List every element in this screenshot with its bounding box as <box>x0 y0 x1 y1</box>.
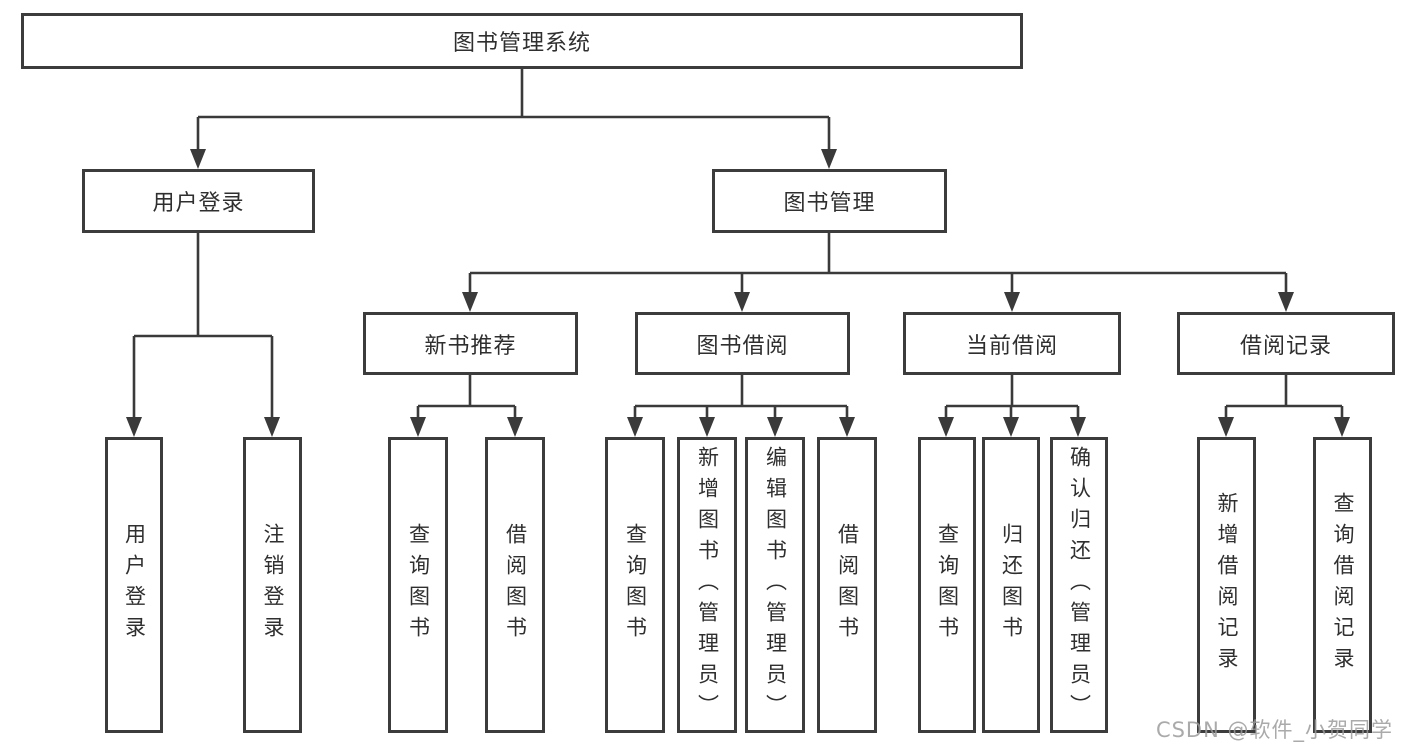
leaf-user-login: 用户登录 <box>105 437 163 733</box>
node-book-borrowing: 图书借阅 <box>635 312 850 375</box>
node-system-root: 图书管理系统 <box>21 13 1023 69</box>
leaf-borrow-books-recommend: 借阅图书 <box>485 437 545 733</box>
leaf-add-borrow-record: 新增借阅记录 <box>1197 437 1256 733</box>
leaf-return-book: 归还图书 <box>982 437 1040 733</box>
node-borrow-records: 借阅记录 <box>1177 312 1395 375</box>
node-new-book-recommend: 新书推荐 <box>363 312 578 375</box>
leaf-borrow-books: 借阅图书 <box>817 437 877 733</box>
leaf-add-book-admin: 新增图书（管理员） <box>677 437 737 733</box>
leaf-query-books-recommend: 查询图书 <box>388 437 448 733</box>
leaf-logout: 注销登录 <box>243 437 302 733</box>
leaf-query-borrow-record: 查询借阅记录 <box>1313 437 1372 733</box>
leaf-query-books-borrow: 查询图书 <box>605 437 665 733</box>
leaf-confirm-return-admin: 确认归还（管理员） <box>1050 437 1108 733</box>
watermark: CSDN @软件_小贺同学 <box>1155 718 1393 742</box>
node-book-management: 图书管理 <box>712 169 947 233</box>
leaf-edit-book-admin: 编辑图书（管理员） <box>745 437 805 733</box>
node-current-borrowing: 当前借阅 <box>903 312 1121 375</box>
leaf-query-books-current: 查询图书 <box>918 437 976 733</box>
arrowheads <box>126 149 1350 437</box>
node-user-login: 用户登录 <box>82 169 315 233</box>
